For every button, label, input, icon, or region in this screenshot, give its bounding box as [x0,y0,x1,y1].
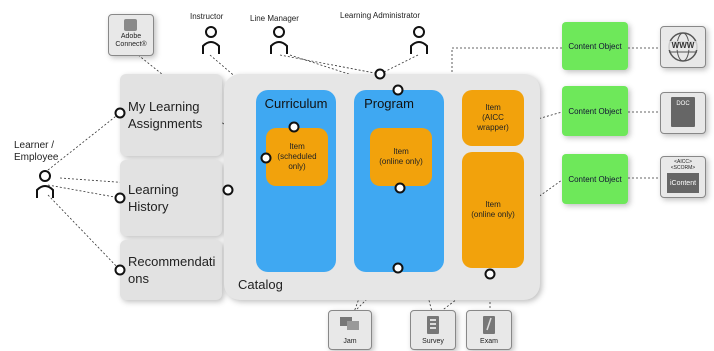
survey-label: Survey [422,338,444,345]
exam-label: Exam [480,338,498,345]
curriculum-item[interactable]: Item (scheduled only) [266,128,328,186]
program-title: Program [364,96,414,111]
content-object-1[interactable]: Content Object [562,22,628,70]
survey-tool[interactable]: Survey [410,310,456,350]
aicc-wrapper-item[interactable]: Item (AICC wrapper) [462,90,524,146]
learner-person-icon [36,170,54,198]
instructor-label: Instructor [190,12,224,21]
instructor-person-icon [202,26,220,54]
doc-icon: DOC [660,92,706,134]
learning-admin-label: Learning Administrator [340,11,421,20]
catalog-label: Catalog [238,277,283,292]
content-object-2[interactable]: Content Object [562,86,628,136]
jam-tool[interactable]: Jam [328,310,372,350]
learner-label: Learner / Employee [14,140,59,163]
learning-admin-person-icon [410,26,428,54]
jam-label: Jam [343,338,357,345]
line-manager-label: Line Manager [250,14,299,23]
icontent-badge: iContent [667,173,699,193]
icontent-label: iContent [669,179,697,187]
doc-label: DOC [676,101,690,107]
line-manager-person-icon [270,26,288,54]
chat-bubble-icon [340,317,359,330]
learning-history-label: Learning History [128,182,179,214]
program-item[interactable]: Item (online only) [370,128,432,186]
adobe-connect-logo [124,19,137,31]
icontent-standards-label: <AICC> <SCORM> [670,159,696,171]
learning-history-box[interactable]: Learning History [120,160,222,236]
curriculum-title: Curriculum [264,96,328,111]
exam-tool[interactable]: Exam [466,310,512,350]
online-only-item[interactable]: Item (online only) [462,152,524,268]
icontent-icon: <AICC> <SCORM> iContent [660,156,706,198]
recommendations-label: Recommendati ons [128,254,216,286]
adobe-connect-label: Adobe Connect® [115,33,147,48]
my-learning-assignments-box[interactable]: My Learning Assignments [120,74,222,156]
www-globe-icon: WWW [660,26,706,68]
recommendations-box[interactable]: Recommendati ons [120,240,222,300]
exam-document-icon [483,316,495,334]
adobe-connect-icon: Adobe Connect® [108,14,154,56]
my-learning-assignments-label: My Learning Assignments [128,99,203,131]
doc-page: DOC [671,97,695,127]
content-object-3[interactable]: Content Object [562,154,628,204]
survey-clipboard-icon [427,316,439,334]
www-label: WWW [661,41,705,50]
